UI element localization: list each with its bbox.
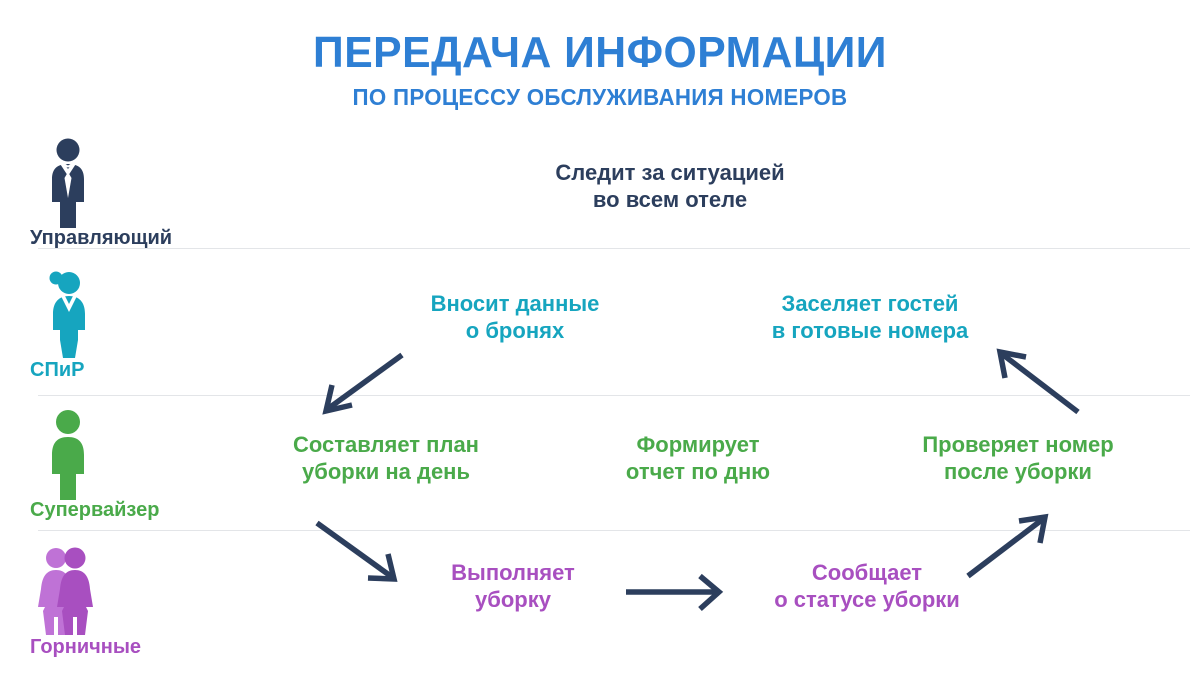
arrow-clean-to-status [626,573,724,612]
flow-text-manager-watch: Следит за ситуацией во всем отеле [555,160,785,212]
supervisor-icon [30,408,122,500]
manager-suit-icon [30,136,122,228]
role-reception: СПиР [30,268,260,380]
arrow-plan-to-clean [315,520,398,582]
flow-text-reception-booking: Вносит данные о бронях [430,291,600,343]
receptionist-icon [30,268,122,360]
flow-text-supervisor-report: Формирует отчет по дню [625,432,771,484]
flow-text-supervisor-plan: Составляет план уборки на день [293,432,479,484]
arrow-check-to-checkin [996,348,1080,415]
role-label-maids: Горничные [30,636,142,658]
role-label-manager: Управляющий [30,227,173,249]
role-supervisor: Супервайзер [30,408,260,520]
row-divider-manager [38,248,1190,249]
title-subtitle: ПО ПРОЦЕССУ ОБСЛУЖИВАНИЯ НОМЕРОВ [352,83,848,110]
title-main: ПЕРЕДАЧА ИНФОРМАЦИИ [313,28,887,77]
flow-text-supervisor-check: Проверяет номер после уборки [922,432,1114,484]
flow-text-maids-status: Сообщает о статусе уборки [774,560,960,612]
page-title: ПЕРЕДАЧА ИНФОРМАЦИИ ПО ПРОЦЕССУ ОБСЛУЖИВ… [0,28,1200,111]
flow-text-reception-checkin: Заселяет гостей в готовые номера [771,291,969,343]
arrow-booking-to-plan [322,352,404,415]
role-label-reception: СПиР [30,359,85,381]
role-label-supervisor: Супервайзер [30,499,160,521]
row-divider-supervisor [38,530,1190,531]
maids-icon [30,545,122,637]
role-maids: Горничные [30,545,260,657]
role-manager: Управляющий [30,136,260,248]
flow-text-maids-clean: Выполняет уборку [451,560,575,612]
row-divider-reception [38,395,1190,396]
